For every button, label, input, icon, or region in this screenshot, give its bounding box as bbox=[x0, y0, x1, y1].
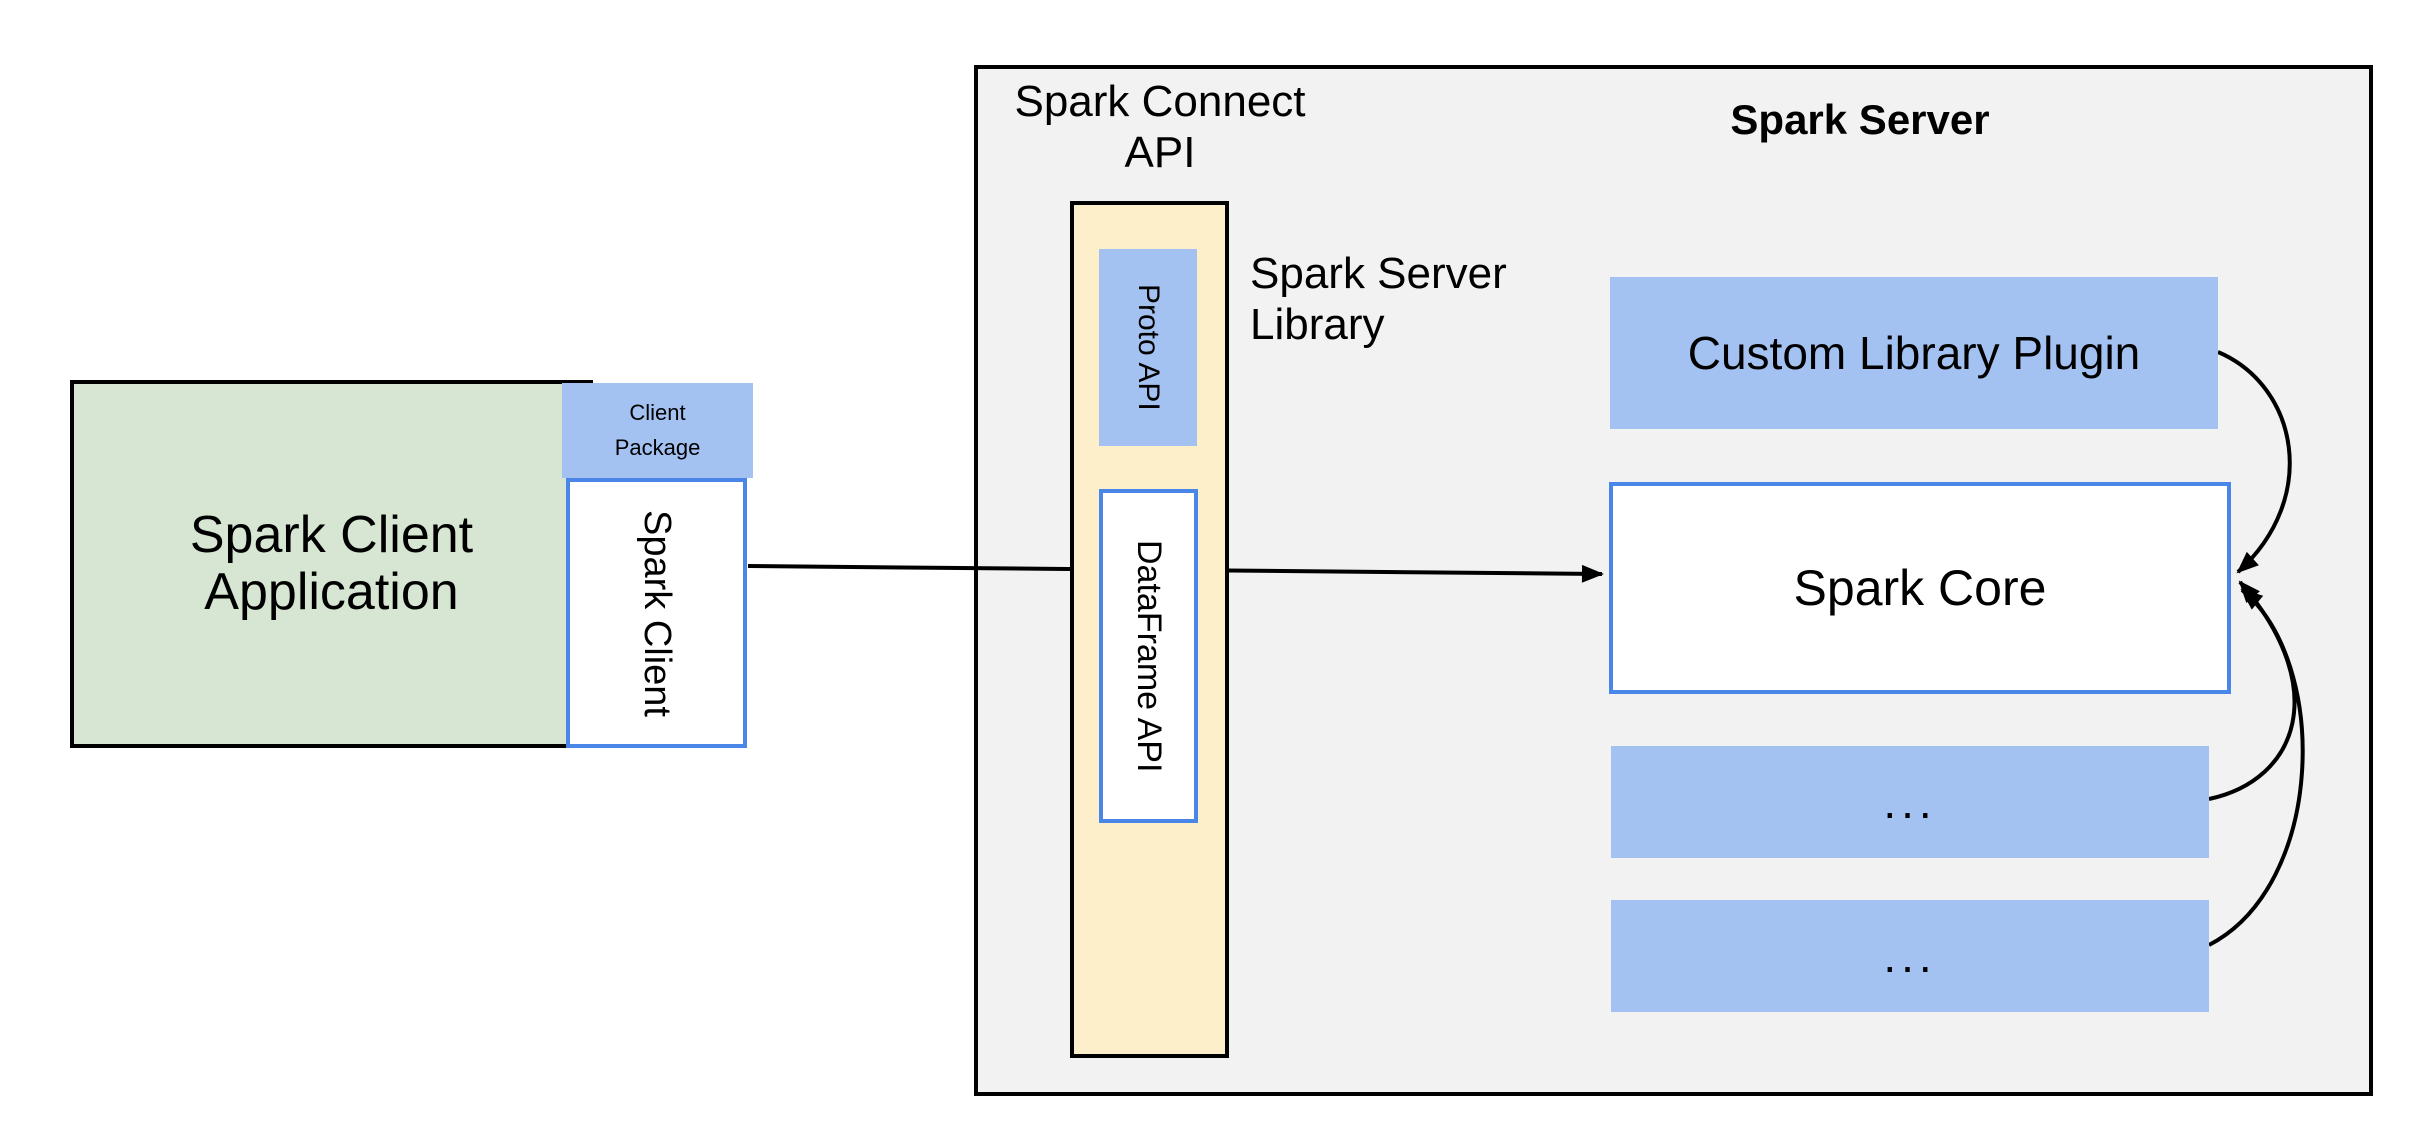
spark-server-title: Spark Server bbox=[1730, 96, 1990, 143]
custom-library-plugin-label: Custom Library Plugin bbox=[1687, 327, 2141, 379]
spark-client-application-box: Spark Client Application bbox=[70, 380, 593, 748]
spark-core-box: Spark Core bbox=[1609, 482, 2231, 694]
spark-server-library-label: Spark Server Library bbox=[1250, 249, 1507, 350]
custom-library-plugin-box: Custom Library Plugin bbox=[1610, 277, 2218, 429]
client-package-label: Client Package bbox=[614, 400, 701, 460]
dataframe-api-label: DataFrame API bbox=[1130, 539, 1168, 773]
spark-client-box: Spark Client bbox=[566, 478, 747, 748]
proto-api-label: Proto API bbox=[1132, 284, 1165, 411]
spark-client-label: Spark Client bbox=[636, 509, 678, 717]
module-box-1-label: ... bbox=[1883, 776, 1937, 828]
spark-client-application-label: Spark Client Application bbox=[189, 505, 474, 621]
proto-api-box: Proto API bbox=[1099, 249, 1197, 446]
spark-core-label: Spark Core bbox=[1793, 560, 2047, 616]
module-box-1: ... bbox=[1611, 746, 2209, 858]
spark-connect-api-label: Spark Connect API bbox=[1014, 77, 1306, 178]
module-box-2: ... bbox=[1611, 900, 2209, 1012]
dataframe-api-box: DataFrame API bbox=[1099, 489, 1198, 823]
client-package-box: Client Package bbox=[562, 383, 753, 478]
module-box-2-label: ... bbox=[1883, 930, 1937, 982]
